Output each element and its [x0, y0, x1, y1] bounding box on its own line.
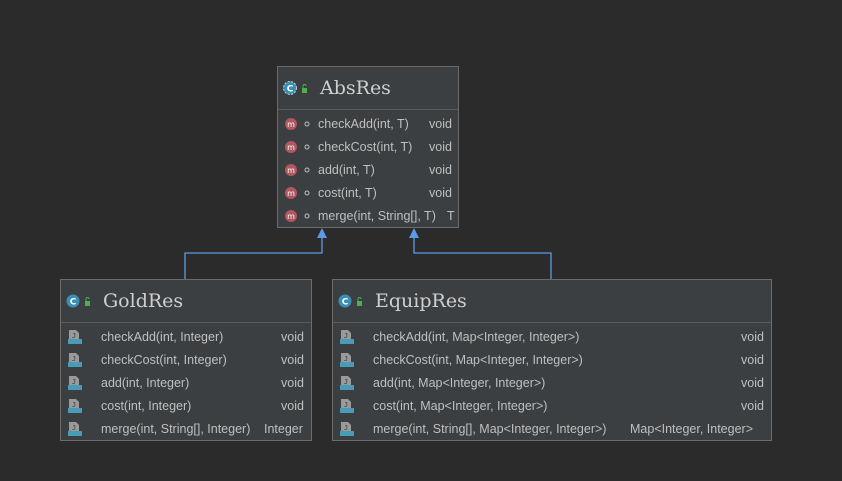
method-signature: cost(int, Map<Integer, Integer>)	[373, 398, 548, 413]
goldres-inheritance-line	[184, 237, 323, 279]
override-method-icon: J	[67, 398, 83, 414]
svg-text:C: C	[287, 85, 294, 95]
method-signature: cost(int, Integer)	[101, 398, 192, 413]
method-row[interactable]: J checkCost(int, Map<Integer, Integer>) …	[333, 348, 771, 371]
method-row[interactable]: J checkCost(int, Integer) void	[61, 348, 311, 371]
method-signature: add(int, Integer)	[101, 375, 190, 390]
method-icon: m	[284, 186, 312, 200]
equipres-inheritance-arrowhead	[409, 228, 419, 238]
svg-text:J: J	[72, 378, 76, 386]
svg-text:m: m	[287, 166, 295, 175]
method-return-type: void	[429, 162, 452, 177]
override-method-icon: J	[67, 352, 83, 368]
svg-text:J: J	[72, 355, 76, 363]
equipres-class-header: C EquipRes	[333, 280, 771, 323]
method-return-type: void	[741, 329, 764, 344]
method-return-type: Map<Integer, Integer>	[630, 421, 754, 436]
method-return-type: void	[281, 398, 304, 413]
method-icon: m	[284, 140, 312, 154]
method-signature: checkAdd(int, T)	[318, 116, 409, 131]
override-method-icon: J	[339, 375, 355, 391]
equipres-inheritance-line	[413, 237, 552, 279]
method-icon: m	[284, 163, 312, 177]
method-row[interactable]: J cost(int, Map<Integer, Integer>) void	[333, 394, 771, 417]
method-row[interactable]: J add(int, Map<Integer, Integer>) void	[333, 371, 771, 394]
method-return-type: void	[281, 375, 304, 390]
method-row[interactable]: J merge(int, String[], Integer) Integer	[61, 417, 311, 440]
svg-text:m: m	[287, 120, 295, 129]
method-signature: checkCost(int, Map<Integer, Integer>)	[373, 352, 583, 367]
method-signature: checkCost(int, T)	[318, 139, 413, 154]
method-row[interactable]: J add(int, Integer) void	[61, 371, 311, 394]
method-return-type: void	[741, 398, 764, 413]
goldres-class-header: C GoldRes	[61, 280, 311, 323]
svg-text:J: J	[344, 378, 348, 386]
absres-class-header: C AbsRes	[278, 67, 458, 110]
method-return-type: void	[281, 329, 304, 344]
method-signature: merge(int, String[], Integer)	[101, 421, 251, 436]
absres-class-node[interactable]: C AbsRes m checkAdd(int, T) void m check…	[277, 66, 459, 228]
absres-method-list: m checkAdd(int, T) void m checkCost(int,…	[278, 110, 458, 227]
method-signature: checkAdd(int, Map<Integer, Integer>)	[373, 329, 580, 344]
method-icon: m	[284, 117, 312, 131]
svg-text:J: J	[72, 424, 76, 432]
method-return-type: void	[429, 139, 452, 154]
svg-text:J: J	[344, 424, 348, 432]
override-method-icon: J	[67, 329, 83, 345]
method-signature: add(int, T)	[318, 162, 375, 177]
goldres-inheritance-arrowhead	[317, 228, 327, 238]
class-icon: C	[337, 293, 365, 309]
goldres-class-node[interactable]: C GoldRes J checkAdd(int, Integer) void …	[60, 279, 312, 441]
method-return-type: void	[429, 116, 452, 131]
method-signature: checkCost(int, Integer)	[101, 352, 227, 367]
goldres-class-name: GoldRes	[103, 290, 184, 312]
equipres-class-node[interactable]: C EquipRes J checkAdd(int, Map<Integer, …	[332, 279, 772, 441]
method-row[interactable]: m add(int, T) void	[278, 158, 458, 181]
svg-text:J: J	[72, 401, 76, 409]
method-signature: merge(int, String[], T)	[318, 208, 436, 223]
method-signature: cost(int, T)	[318, 185, 377, 200]
method-signature: add(int, Map<Integer, Integer>)	[373, 375, 546, 390]
equipres-class-name: EquipRes	[375, 290, 467, 312]
override-method-icon: J	[67, 421, 83, 437]
svg-text:m: m	[287, 189, 295, 198]
override-method-icon: J	[339, 352, 355, 368]
svg-text:J: J	[72, 332, 76, 340]
method-row[interactable]: J cost(int, Integer) void	[61, 394, 311, 417]
svg-text:m: m	[287, 212, 295, 221]
method-row[interactable]: m merge(int, String[], T) T	[278, 204, 458, 227]
svg-text:J: J	[344, 401, 348, 409]
method-row[interactable]: m cost(int, T) void	[278, 181, 458, 204]
svg-text:m: m	[287, 143, 295, 152]
method-icon: m	[284, 209, 312, 223]
method-row[interactable]: m checkCost(int, T) void	[278, 135, 458, 158]
abstract-class-icon: C	[282, 80, 310, 96]
override-method-icon: J	[67, 375, 83, 391]
override-method-icon: J	[339, 421, 355, 437]
method-return-type: void	[741, 352, 764, 367]
svg-text:C: C	[70, 298, 77, 308]
method-signature: merge(int, String[], Map<Integer, Intege…	[373, 421, 607, 436]
svg-text:J: J	[344, 332, 348, 340]
override-method-icon: J	[339, 398, 355, 414]
method-return-type: T	[447, 208, 455, 223]
method-row[interactable]: J checkAdd(int, Map<Integer, Integer>) v…	[333, 325, 771, 348]
method-signature: checkAdd(int, Integer)	[101, 329, 224, 344]
override-method-icon: J	[339, 329, 355, 345]
class-icon: C	[65, 293, 93, 309]
svg-text:J: J	[344, 355, 348, 363]
method-row[interactable]: J checkAdd(int, Integer) void	[61, 325, 311, 348]
method-return-type: void	[741, 375, 764, 390]
method-return-type: Integer	[264, 421, 303, 436]
absres-class-name: AbsRes	[320, 77, 391, 99]
goldres-method-list: J checkAdd(int, Integer) void J checkCos…	[61, 323, 311, 440]
method-return-type: void	[281, 352, 304, 367]
equipres-method-list: J checkAdd(int, Map<Integer, Integer>) v…	[333, 323, 771, 440]
method-row[interactable]: m checkAdd(int, T) void	[278, 112, 458, 135]
svg-text:C: C	[342, 298, 349, 308]
method-return-type: void	[429, 185, 452, 200]
method-row[interactable]: J merge(int, String[], Map<Integer, Inte…	[333, 417, 771, 440]
